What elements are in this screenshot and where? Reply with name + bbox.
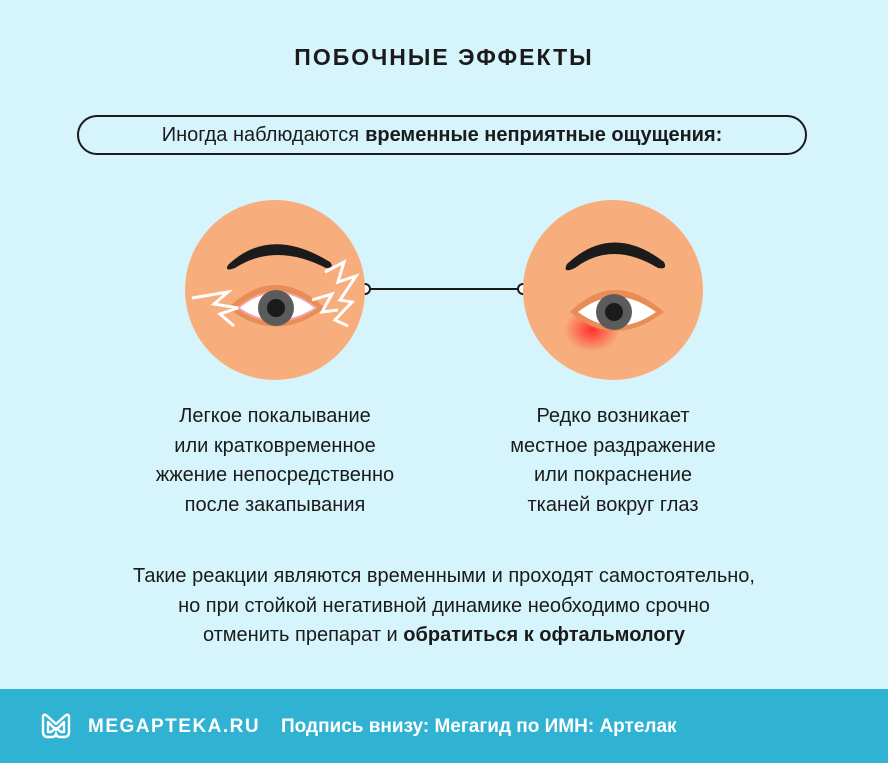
note-line-3-prefix: отменить препарат и: [202, 624, 398, 646]
caption-line: или кратковременное: [174, 434, 376, 457]
intro-banner: Иногда наблюдаются временные неприятные …: [77, 115, 807, 155]
effect-caption-right: Редко возникает местное раздражение или …: [443, 402, 783, 520]
note-line-1: Такие реакции являются временными и прох…: [133, 565, 755, 587]
note-line-2: но при стойкой негативной динамике необх…: [178, 594, 710, 617]
caption-line: жжение непосредственно: [155, 464, 395, 486]
intro-prefix: Иногда наблюдаются: [161, 123, 360, 146]
caption-line: Редко возникает: [536, 405, 690, 427]
caption-line: после закапывания: [184, 493, 366, 516]
connector-line: [359, 283, 529, 295]
effect-caption-left: Легкое покалывание или кратковременное ж…: [105, 402, 445, 520]
eye-illustrations: [185, 200, 703, 380]
note-emphasis: обратиться к офтальмологу: [403, 624, 686, 646]
footer-bar: MEGAPTEKA.RU Подпись внизу: Мегагид по И…: [0, 689, 888, 763]
eye-burning-icon: [185, 200, 365, 380]
caption-line: Легкое покалывание: [179, 405, 371, 427]
eye-redness-icon: [523, 200, 703, 380]
caption-line: или покраснение: [533, 464, 693, 486]
intro-emphasis: временные неприятные ощущения:: [365, 123, 723, 146]
note-line-3: отменить препарат и обратиться к офтальм…: [0, 621, 888, 651]
warning-note: Такие реакции являются временными и прох…: [0, 562, 888, 651]
megapteka-logo-icon: [41, 713, 71, 739]
caption-line: местное раздражение: [510, 434, 716, 457]
site-name[interactable]: MEGAPTEKA.RU: [88, 716, 261, 737]
page-title: ПОБОЧНЫЕ ЭФФЕКТЫ: [294, 44, 594, 70]
footer-caption: Подпись внизу: Мегагид по ИМН: Артелак: [281, 716, 677, 737]
caption-line: тканей вокруг глаз: [527, 493, 699, 516]
